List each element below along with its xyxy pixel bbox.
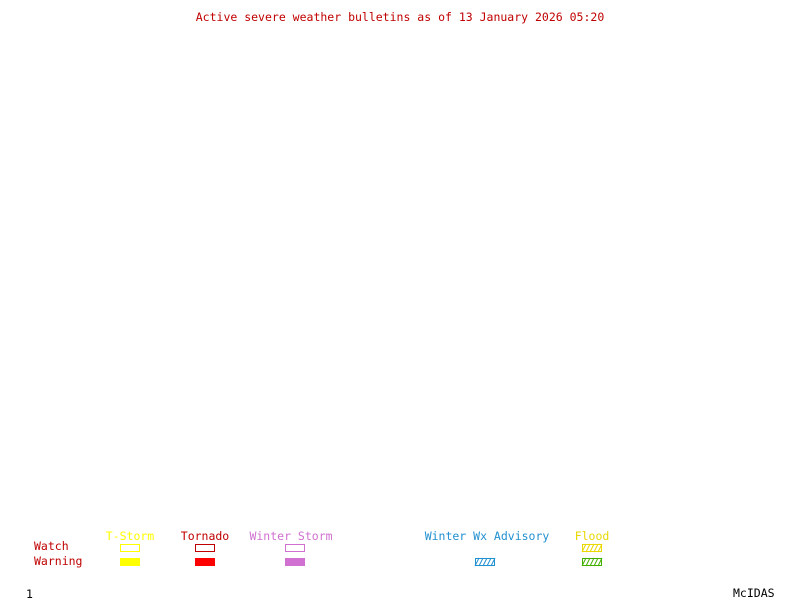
- legend-winter-storm-warning-swatch: [285, 558, 305, 566]
- legend-flood-label: Flood: [574, 529, 610, 543]
- legend-warning-label: Warning: [34, 554, 83, 568]
- legend-watch-label: Watch: [34, 539, 69, 553]
- frame-number: 1: [26, 587, 33, 600]
- legend-flood-watch-swatch: [581, 543, 603, 553]
- legend-tornado-watch-swatch: [195, 544, 215, 552]
- legend-tstorm-label: T-Storm: [105, 529, 155, 543]
- legend-winter-wx-advisory-label: Winter Wx Advisory: [424, 529, 550, 543]
- map-area: [0, 30, 800, 520]
- legend-tstorm-watch-swatch: [120, 544, 140, 552]
- brand-label: McIDAS: [733, 586, 775, 600]
- legend-winter-storm-watch-swatch: [285, 544, 305, 552]
- legend-winter-storm-label: Winter Storm: [249, 529, 333, 543]
- legend-tornado-label: Tornado: [180, 529, 230, 543]
- legend-winter-wx-advisory-swatch: [474, 557, 496, 567]
- map-title: Active severe weather bulletins as of 13…: [195, 10, 605, 24]
- legend-tstorm-warning-swatch: [120, 558, 140, 566]
- legend-flood-warning-swatch: [581, 557, 603, 567]
- legend-tornado-warning-swatch: [195, 558, 215, 566]
